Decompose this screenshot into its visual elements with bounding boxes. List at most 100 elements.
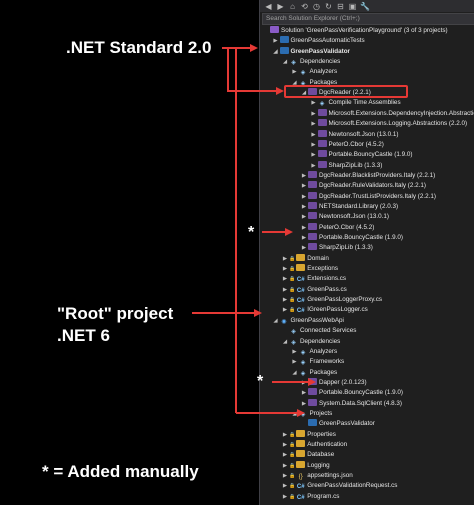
expand-arrow-icon[interactable]: ▶	[311, 131, 316, 138]
tree-row[interactable]: ▶🔒Properties	[281, 429, 336, 440]
expand-arrow-icon[interactable]: ▶	[273, 38, 278, 45]
tree-row[interactable]: ▶Newtonsoft.Json (13.0.1)	[300, 212, 389, 222]
tree-row[interactable]: ▶🔒Domain	[281, 253, 329, 264]
tree-row[interactable]: ▶Newtonsoft.Json (13.0.1)	[310, 129, 399, 140]
collapse-arrow-icon[interactable]: ◢	[273, 48, 278, 55]
tree-row[interactable]: ◢◈Dependencies	[281, 337, 340, 347]
tree-row[interactable]: ▶NETStandard.Library (2.0.3)	[300, 201, 398, 212]
pending-changes-icon[interactable]: ◷	[313, 1, 320, 11]
expand-arrow-icon[interactable]: ▶	[311, 162, 316, 169]
pkg-icon	[308, 222, 317, 230]
expand-arrow-icon[interactable]: ▶	[292, 359, 297, 366]
home-icon[interactable]: ⌂	[290, 1, 295, 11]
tree-row[interactable]: ▶🔒C#Program.cs	[281, 492, 340, 502]
back-icon[interactable]: ◀	[265, 1, 272, 11]
tree-row[interactable]: ▶ Portable.BouncyCastle (1.9.0)	[300, 233, 403, 243]
expand-arrow-icon[interactable]: ▶	[301, 172, 307, 179]
collapse-all-icon[interactable]: ⊟	[337, 1, 344, 11]
tree-row[interactable]: ▶Portable.BouncyCastle (1.9.0)	[300, 388, 403, 398]
collapse-arrow-icon[interactable]: ◢	[273, 317, 278, 324]
tree-row[interactable]: ▶🔒C#GreenPass.cs	[281, 285, 347, 295]
expand-arrow-icon[interactable]: ▶	[311, 110, 316, 117]
tree-row[interactable]: ◢◉GreenPassWebApi	[272, 316, 344, 326]
tree-row[interactable]: ▶🔒Exceptions	[281, 264, 338, 274]
expand-arrow-icon[interactable]: ▶	[301, 235, 307, 241]
expand-arrow-icon[interactable]: ▶	[282, 493, 288, 500]
tree-row[interactable]: ▶◈Analyzers	[291, 67, 337, 77]
tree-row[interactable]: ▶Microsoft.Extensions.Logging.Abstractio…	[310, 119, 467, 129]
sync-icon[interactable]: ⟲	[301, 1, 308, 11]
expand-arrow-icon[interactable]: ▶	[282, 431, 288, 438]
expand-arrow-icon[interactable]: ▶	[301, 193, 307, 200]
collapse-arrow-icon[interactable]: ◢	[292, 79, 297, 86]
tree-row[interactable]: ▶🔒Authentication	[281, 440, 347, 450]
tree-row[interactable]: ◢GreenPassValidator	[272, 46, 350, 57]
properties-icon[interactable]: 🔧	[360, 1, 370, 11]
tree-row[interactable]: ▶◈Analyzers	[291, 347, 337, 357]
tree-row[interactable]: ▶🔒{}appsettings.json	[281, 471, 353, 481]
tree-row[interactable]: ▶DgcReader.TrustListProviders.Italy (2.2…	[300, 191, 436, 202]
tree-row[interactable]: ▶🔒C#GreenPassLoggerProxy.cs	[281, 295, 382, 305]
tree-row[interactable]: ▶System.Data.SqlClient (4.8.3)	[300, 398, 402, 409]
tree-row[interactable]: ▶🔒Database	[281, 450, 334, 460]
expand-arrow-icon[interactable]: ▶	[282, 442, 288, 448]
tree-row[interactable]: ▶PeterO.Cbor (4.5.2)	[300, 222, 374, 233]
expand-arrow-icon[interactable]: ▶	[282, 297, 288, 304]
expand-arrow-icon[interactable]: ▶	[292, 69, 297, 76]
tree-row[interactable]: ◈Connected Services	[281, 326, 356, 336]
collapse-arrow-icon[interactable]: ◢	[292, 369, 297, 376]
tree-row[interactable]: ▶Microsoft.Extensions.DependencyInjectio…	[310, 108, 474, 119]
expand-arrow-icon[interactable]: ▶	[311, 100, 316, 107]
show-all-files-icon[interactable]: ▣	[348, 1, 357, 11]
tree-row[interactable]: ▶PeterO.Cbor (4.5.2)	[310, 139, 384, 150]
expand-arrow-icon[interactable]: ▶	[282, 462, 288, 469]
search-input[interactable]: Search Solution Explorer (Ctrl+;)	[262, 13, 474, 25]
expand-arrow-icon[interactable]: ▶	[282, 473, 288, 480]
tree-row[interactable]: ▶🔒C#Extensions.cs	[281, 274, 346, 284]
expand-arrow-icon[interactable]: ▶	[301, 390, 307, 397]
tree-row[interactable]: ◢◈Packages	[291, 78, 337, 88]
expand-arrow-icon[interactable]: ▶	[282, 452, 288, 459]
tree-row[interactable]: ▶◈Frameworks	[291, 357, 344, 367]
tree-row[interactable]: ▶GreenPassAutomaticTests	[272, 36, 365, 46]
tree-item-label: Portable.BouncyCastle (1.9.0)	[319, 234, 404, 241]
tree-row[interactable]: ▶SharpZipLib (1.3.3)	[310, 160, 382, 171]
expand-arrow-icon[interactable]: ▶	[301, 224, 307, 231]
lock-icon: 🔒	[289, 255, 296, 262]
expand-arrow-icon[interactable]: ▶	[282, 276, 288, 283]
tree-row[interactable]: GreenPassValidator	[300, 419, 375, 429]
expand-arrow-icon[interactable]: ▶	[311, 141, 316, 148]
tree-row[interactable]: ▶🔒C#IGreenPassLogger.cs	[281, 305, 368, 315]
expand-arrow-icon[interactable]: ▶	[311, 152, 316, 159]
expand-arrow-icon[interactable]: ▶	[292, 348, 297, 355]
collapse-arrow-icon[interactable]: ◢	[301, 90, 307, 97]
root-project-annotation: "Root" project	[57, 304, 174, 323]
tree-row[interactable]: ▶🔒C#GreenPassValidationRequest.cs	[281, 481, 398, 491]
expand-arrow-icon[interactable]: ▶	[282, 266, 288, 273]
tree-row[interactable]: ◢◈Dependencies	[281, 57, 340, 67]
refresh-icon[interactable]: ↻	[325, 1, 332, 11]
expand-arrow-icon[interactable]: ▶	[301, 214, 307, 221]
tree-row[interactable]: ▶DgcReader.BlacklistProviders.Italy (2.2…	[300, 170, 435, 181]
folder-icon	[296, 429, 306, 437]
tree-row[interactable]: ▶DgcReader.RuleValidators.Italy (2.2.1)	[300, 181, 426, 191]
forward-icon[interactable]: ▶	[277, 1, 284, 11]
expand-arrow-icon[interactable]: ▶	[301, 245, 307, 252]
expand-arrow-icon[interactable]: ▶	[282, 255, 288, 262]
tree-row[interactable]: ◢◈Packages	[291, 368, 337, 378]
expand-arrow-icon[interactable]: ▶	[301, 183, 307, 190]
expand-arrow-icon[interactable]: ▶	[301, 203, 307, 210]
collapse-arrow-icon[interactable]: ◢	[282, 338, 288, 345]
tree-row[interactable]: ◢DgcReader (2.2.1)	[300, 88, 371, 98]
expand-arrow-icon[interactable]: ▶	[282, 286, 288, 293]
collapse-arrow-icon[interactable]: ◢	[282, 59, 288, 66]
expand-arrow-icon[interactable]: ▶	[311, 121, 316, 128]
tree-row[interactable]: Solution 'GreenPassVerificationPlaygroun…	[262, 26, 448, 36]
tree-row[interactable]: ▶SharpZipLib (1.3.3)	[300, 243, 373, 253]
expand-arrow-icon[interactable]: ▶	[301, 400, 307, 407]
tree-row[interactable]: ▶Portable.BouncyCastle (1.9.0)	[310, 150, 413, 160]
tree-row[interactable]: ▶🔒Logging	[281, 460, 330, 471]
expand-arrow-icon[interactable]: ▶	[282, 483, 288, 490]
expand-arrow-icon[interactable]: ▶	[282, 307, 288, 314]
tree-row[interactable]: ▶◈Compile Time Assemblies	[310, 98, 400, 108]
